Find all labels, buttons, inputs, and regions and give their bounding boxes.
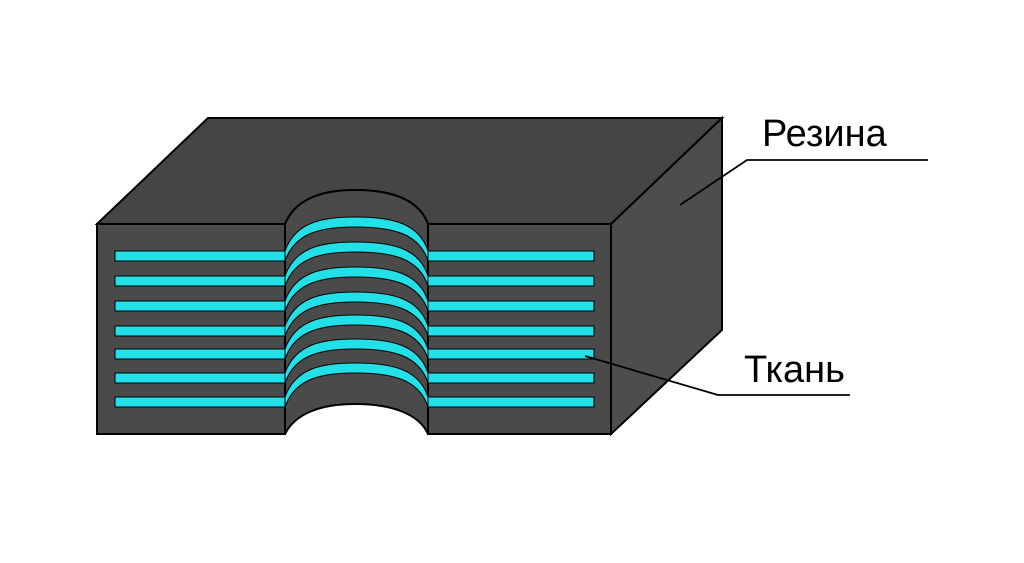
fabric-layer-curved [284, 216, 429, 262]
fabric-layer-right [427, 372, 595, 384]
fabric-layer-left [114, 250, 286, 262]
fabric-layer-right [427, 396, 595, 408]
fabric-layer-right [427, 348, 595, 360]
fabric-layer-curved [284, 314, 429, 360]
fabric-layer-left [114, 275, 286, 287]
fabric-layer-curved [284, 362, 429, 408]
fabric-layer-left [114, 300, 286, 312]
fabric-leader-line [584, 355, 850, 396]
fabric-layer-right [427, 300, 595, 312]
rubber-label: Резина [762, 113, 888, 155]
fabric-layer-left [114, 348, 286, 360]
fabric-layer-left [114, 325, 286, 337]
fabric-layer-left [114, 372, 286, 384]
fabric-layers [114, 216, 595, 408]
fabric-layer-curved [284, 291, 429, 337]
fabric-layer-right [427, 250, 595, 262]
fabric-layer-left [114, 396, 286, 408]
fabric-layer-right [427, 275, 595, 287]
fabric-layer-curved [284, 266, 429, 312]
fabric-layer-right [427, 325, 595, 337]
fabric-label: Ткань [744, 349, 845, 391]
fabric-layer-curved [284, 241, 429, 287]
fabric-layer-curved [284, 338, 429, 384]
rubber-leader-line [679, 159, 928, 206]
